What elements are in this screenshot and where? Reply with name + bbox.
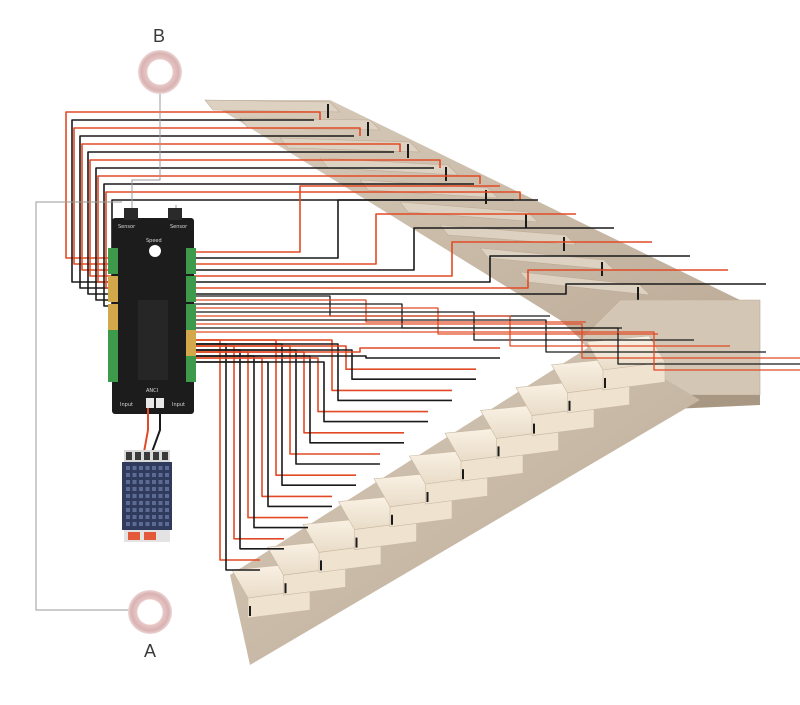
wire: [194, 323, 800, 359]
upper-step-tread: [439, 224, 577, 246]
wire: [81, 143, 401, 271]
brand-label: ANCI: [146, 388, 158, 394]
wiring-harness: [65, 111, 800, 571]
sensor-b: B: [138, 26, 182, 94]
wire: [194, 361, 428, 423]
wire: [194, 269, 728, 289]
wire: [71, 119, 314, 283]
wire: [73, 127, 361, 265]
wire: [87, 151, 394, 295]
speed-knob: [149, 245, 161, 257]
upper-step-tread: [399, 201, 539, 223]
sensor-ring-icon: [128, 590, 172, 634]
upper-step-tread: [319, 157, 459, 176]
terminal-block: [108, 356, 118, 382]
wire: [194, 213, 576, 265]
wire: [194, 299, 586, 323]
wire: [194, 349, 476, 381]
wire: [194, 241, 652, 277]
wire: [194, 331, 800, 371]
terminal-block: [108, 304, 118, 330]
input-label-right: Input: [172, 402, 185, 408]
terminal-blocks: [108, 248, 196, 382]
upper-step-tread: [204, 99, 341, 113]
wire: [194, 345, 476, 371]
terminal-block: [186, 248, 196, 274]
upper-step-tread: [239, 117, 381, 131]
wire: [194, 349, 284, 550]
wire: [194, 311, 694, 341]
wire: [194, 343, 260, 571]
wire: [194, 295, 550, 317]
terminal-block: [186, 304, 196, 330]
wire: [194, 255, 690, 283]
knob-label: Speed: [146, 238, 162, 244]
terminal-block: [108, 330, 118, 356]
input-label-left: Input: [120, 402, 133, 408]
wire: [194, 347, 500, 353]
wire: [194, 343, 452, 402]
wire: [194, 319, 766, 353]
sensor-b-label: B: [153, 26, 165, 46]
terminal-block: [186, 276, 196, 302]
wire: [194, 345, 284, 540]
wire: [194, 227, 614, 271]
sensor-ring-icon: [138, 50, 182, 94]
controller-icon: Speed Sensor Sensor ANCI Input Input: [108, 208, 196, 414]
sensor-label-left: Sensor: [118, 224, 136, 230]
wire: [194, 283, 766, 295]
wire: [194, 185, 500, 253]
sensor-a: A: [128, 590, 172, 661]
wire: [194, 357, 428, 413]
sensor-a-label: A: [144, 641, 156, 661]
terminal-block: [186, 356, 196, 382]
wire: [194, 355, 308, 529]
wire: [194, 339, 260, 561]
power-cable: [143, 408, 161, 453]
wire: [194, 307, 658, 335]
terminal-block: [108, 276, 118, 302]
wire: [97, 175, 481, 283]
wire: [194, 315, 730, 347]
wire: [194, 339, 452, 392]
sensor-label-right: Sensor: [170, 224, 188, 230]
lower-stair-flight: [230, 335, 700, 665]
power-supply-icon: [122, 450, 172, 542]
wire: [194, 199, 538, 259]
wire: [194, 351, 308, 519]
terminal-block: [186, 330, 196, 356]
wire: [194, 355, 500, 359]
terminal-block: [108, 248, 118, 274]
wire: [194, 327, 800, 365]
